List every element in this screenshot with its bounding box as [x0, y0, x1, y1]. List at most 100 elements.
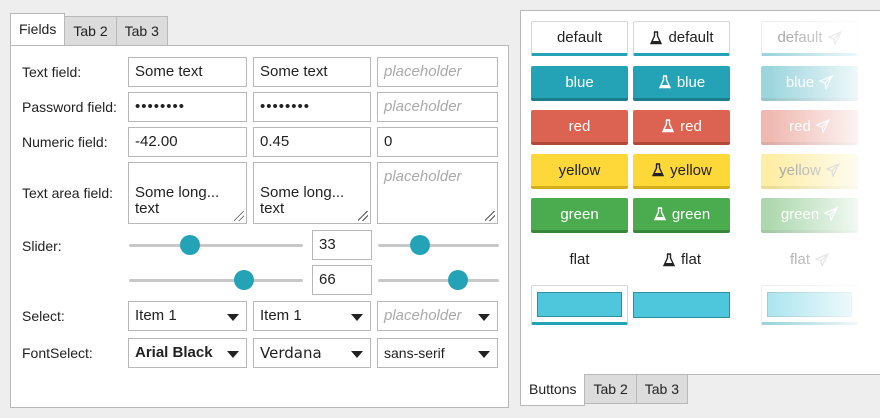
green-button-label: green: [560, 205, 599, 223]
tab-3[interactable]: Tab 3: [635, 375, 688, 404]
chevron-down-icon: [227, 351, 239, 358]
yellow-disabled-button[interactable]: yellow: [761, 154, 858, 189]
fields-panel: Text field: Some text Some text placehol…: [10, 45, 509, 408]
flask-icon: [658, 75, 672, 89]
font-select-2[interactable]: Verdana: [253, 338, 371, 368]
select-1[interactable]: Item 1: [128, 301, 247, 331]
default-icon-button-label: default: [668, 29, 714, 46]
font-select-3[interactable]: sans-serif: [377, 338, 498, 368]
text-field-input-placeholder[interactable]: placeholder: [377, 57, 498, 87]
slider-4[interactable]: [378, 270, 499, 290]
slider-1[interactable]: [129, 235, 303, 255]
paper-plane-icon: [825, 163, 840, 177]
paper-plane-icon: [827, 30, 842, 45]
flask-icon: [649, 30, 663, 45]
slider-track: [378, 244, 499, 247]
green-button[interactable]: green: [531, 198, 628, 233]
tab-3[interactable]: Tab 3: [115, 16, 168, 45]
numeric-input-2[interactable]: 0.45: [253, 127, 371, 157]
font-select-1[interactable]: Arial Black: [128, 338, 247, 368]
numeric-input-1[interactable]: -42.00: [128, 127, 247, 157]
textarea-1-text: Some long... text: [135, 184, 220, 217]
resize-grip-icon[interactable]: [485, 211, 495, 221]
chevron-down-icon: [351, 314, 363, 321]
fontselect-row: FontSelect: Arial Black Verdana sans-ser…: [11, 338, 508, 368]
chevron-down-icon: [351, 351, 363, 358]
tab-2[interactable]: Tab 2: [64, 16, 117, 45]
slider-label: Slider:: [22, 238, 62, 254]
password-input-1[interactable]: ••••••••: [128, 92, 247, 122]
password-input-placeholder[interactable]: placeholder: [377, 92, 498, 122]
slider-value-input-2[interactable]: 66: [312, 265, 372, 295]
slider-track: [378, 279, 499, 282]
textarea-2[interactable]: Some long... text: [253, 162, 371, 224]
field-button-disabled[interactable]: [761, 285, 858, 325]
paper-plane-icon: [815, 119, 830, 133]
field-button-fill: [537, 291, 622, 317]
text-field-input-1[interactable]: Some text: [128, 57, 247, 87]
flask-icon: [661, 119, 675, 133]
default-icon-button[interactable]: default: [633, 21, 730, 56]
green-disabled-label: green: [780, 205, 820, 223]
select-placeholder[interactable]: placeholder: [377, 301, 498, 331]
select-3-value: placeholder: [384, 307, 462, 324]
default-disabled-button[interactable]: default: [761, 21, 858, 56]
blue-disabled-label: blue: [785, 73, 815, 91]
blue-icon-button-label: blue: [676, 73, 706, 91]
blue-button[interactable]: blue: [531, 66, 628, 101]
textarea-placeholder[interactable]: placeholder: [377, 162, 498, 224]
paper-plane-icon: [815, 252, 829, 267]
left-tab-bar: Fields Tab 2 Tab 3: [10, 13, 168, 45]
textarea-1[interactable]: Some long... text: [128, 162, 247, 224]
textarea-2-text: Some long... text: [260, 184, 345, 217]
numeric-field-row: Numeric field: -42.00 0.45 0: [11, 127, 508, 157]
slider-value-input-1[interactable]: 33: [312, 230, 372, 260]
flat-button[interactable]: flat: [531, 242, 628, 277]
yellow-icon-button[interactable]: yellow: [633, 154, 730, 189]
yellow-icon-button-label: yellow: [670, 161, 712, 179]
password-field-row: Password field: •••••••• •••••••• placeh…: [11, 92, 508, 122]
textarea-row: Text area field: Some long... text Some …: [11, 162, 508, 224]
tab-fields[interactable]: Fields: [10, 13, 66, 45]
select-2[interactable]: Item 1: [253, 301, 371, 331]
green-disabled-button[interactable]: green: [761, 198, 858, 233]
field-button-2[interactable]: [633, 285, 730, 325]
slider-thumb[interactable]: [410, 235, 431, 255]
red-button[interactable]: red: [531, 110, 628, 145]
slider-track: [129, 279, 303, 282]
tab-buttons[interactable]: Buttons: [520, 374, 586, 406]
tab-2[interactable]: Tab 2: [584, 375, 637, 404]
flat-icon-button[interactable]: flat: [633, 242, 730, 277]
red-icon-button[interactable]: red: [633, 110, 730, 145]
numeric-field-label: Numeric field:: [22, 134, 108, 150]
yellow-disabled-label: yellow: [779, 161, 821, 179]
slider-thumb[interactable]: [179, 235, 200, 255]
flat-disabled-button[interactable]: flat: [761, 242, 858, 277]
blue-icon-button[interactable]: blue: [633, 66, 730, 101]
slider-2[interactable]: [129, 270, 303, 290]
password-input-2[interactable]: ••••••••: [253, 92, 371, 122]
select-1-value: Item 1: [135, 307, 177, 324]
chevron-down-icon: [478, 351, 490, 358]
chevron-down-icon: [478, 314, 490, 321]
text-field-input-2[interactable]: Some text: [253, 57, 371, 87]
slider-thumb[interactable]: [233, 270, 254, 290]
yellow-button[interactable]: yellow: [531, 154, 628, 189]
default-button[interactable]: default: [531, 21, 628, 56]
flask-icon: [653, 207, 667, 221]
numeric-input-3[interactable]: 0: [377, 127, 498, 157]
field-button[interactable]: [531, 285, 628, 325]
flask-icon: [662, 252, 676, 267]
paper-plane-icon: [824, 207, 839, 221]
blue-disabled-button[interactable]: blue: [761, 66, 858, 101]
slider-thumb[interactable]: [447, 270, 468, 290]
textarea-3-text: placeholder: [384, 168, 462, 185]
slider-3[interactable]: [378, 235, 499, 255]
green-icon-button[interactable]: green: [633, 198, 730, 233]
resize-grip-icon[interactable]: [358, 211, 368, 221]
right-tab-bar: Buttons Tab 2 Tab 3: [520, 374, 688, 406]
resize-grip-icon[interactable]: [234, 211, 244, 221]
red-disabled-button[interactable]: red: [761, 110, 858, 145]
red-icon-button-label: red: [680, 117, 702, 135]
select-label: Select:: [22, 308, 65, 324]
